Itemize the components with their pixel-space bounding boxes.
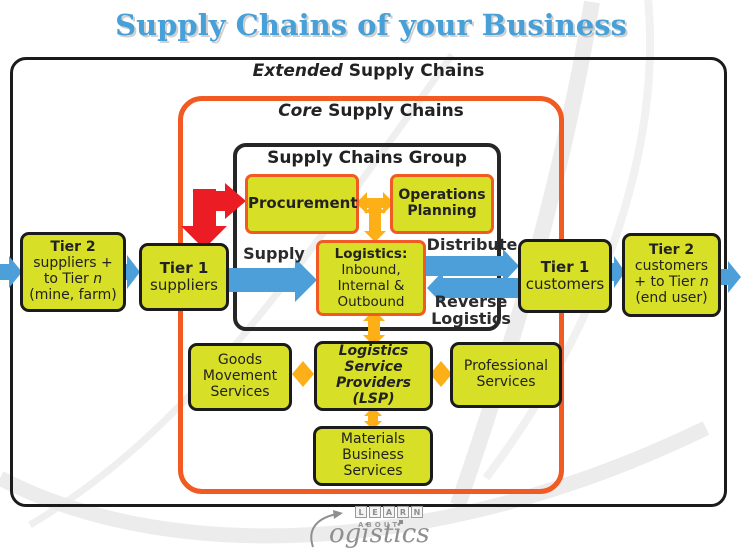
tier1-customers-line1: Tier 1 — [540, 257, 590, 276]
materials-line1: Materials — [340, 431, 406, 448]
reverse-logistics-flow-label: Reverse Logistics — [430, 293, 512, 328]
logistics-line1: Logistics: — [334, 245, 408, 262]
logistics-service-providers-box: Logistics Service Providers (LSP) — [314, 341, 433, 411]
distribute-flow-label: Distribute — [426, 235, 518, 254]
supply-flow-label: Supply — [243, 244, 305, 263]
tier2-customers-line3: + to Tier n — [625, 274, 718, 291]
reverse-logistics-line2: Logistics — [431, 309, 511, 329]
logo-tile-r: R — [397, 506, 409, 518]
operations-line1: Operations — [398, 187, 486, 204]
professional-line1: Professional — [463, 358, 549, 375]
procurement-label: Procurement — [248, 194, 358, 213]
tier2-customers-box: Tier 2 customers + to Tier n (end user) — [622, 233, 721, 317]
core-frame-header: Core Supply Chains — [178, 101, 564, 121]
logistics-box: Logistics: Inbound, Internal & Outbound — [316, 240, 426, 316]
page-title: Supply Chains of your Business — [115, 8, 627, 42]
lsp-line3: Providers (LSP) — [335, 375, 412, 407]
procurement-box: Procurement — [245, 174, 359, 234]
extended-frame-header: Extended Supply Chains — [10, 61, 727, 81]
tier2-suppliers-line3-pre: to Tier — [43, 271, 94, 287]
tier2-suppliers-line3-n: n — [93, 271, 103, 287]
goods-line2: Movement — [202, 368, 278, 385]
extended-frame-header-rest: Supply Chains — [342, 61, 485, 81]
materials-business-services-box: Materials Business Services — [313, 426, 433, 486]
tier2-customers-line1: Tier 2 — [648, 242, 695, 259]
tier2-customers-line3-n: n — [699, 274, 709, 290]
lsp-line1: Logistics — [338, 343, 409, 360]
materials-line3: Services — [343, 462, 403, 479]
logistics-line2: Inbound, — [341, 261, 401, 278]
tier2-customers-line4: (end user) — [635, 289, 708, 306]
logistics-line4: Outbound — [337, 294, 405, 311]
extended-frame-header-italic: Extended — [252, 61, 343, 81]
materials-line2: Business — [342, 447, 404, 464]
lsp-line2: Service — [344, 359, 403, 376]
professional-line2: Services — [476, 374, 536, 390]
tier2-suppliers-line2: suppliers + — [33, 255, 113, 272]
operations-line2: Planning — [407, 203, 477, 219]
group-frame-header: Supply Chains Group — [267, 148, 467, 168]
tier2-customers-line2: customers — [634, 258, 709, 275]
goods-movement-services-box: Goods Movement Services — [188, 343, 292, 411]
professional-services-box: Professional Services — [450, 342, 562, 408]
logo-tile-l: L — [355, 506, 367, 518]
logistics-line3: Internal & — [337, 278, 405, 294]
tier1-customers-line2: customers — [525, 275, 605, 293]
tier2-suppliers-box: Tier 2 suppliers + to Tier n (mine, farm… — [20, 232, 126, 312]
operations-planning-box: Operations Planning — [390, 174, 494, 234]
tier2-suppliers-line4: (mine, farm) — [29, 286, 117, 303]
tier2-suppliers-line3: to Tier n — [23, 271, 123, 288]
tier1-suppliers-line2: suppliers — [150, 276, 218, 294]
core-frame-header-italic: Core — [278, 101, 323, 121]
logo-learn-tiles: L E A R N — [355, 506, 423, 518]
logo-script-text: ogistics — [329, 519, 430, 549]
learn-about-logistics-logo: L E A R N ABOUT ogistics — [303, 503, 473, 555]
logo-tile-n: N — [411, 506, 423, 518]
reverse-logistics-line1: Reverse — [434, 292, 508, 311]
tier2-suppliers-line1: Tier 2 — [50, 239, 96, 256]
logo-tile-a: A — [383, 506, 395, 518]
tier1-customers-box: Tier 1 customers — [518, 239, 612, 313]
core-frame-header-rest: Supply Chains — [322, 101, 464, 121]
tier2-customers-line3-pre: + to Tier — [634, 274, 700, 290]
tier1-suppliers-line1: Tier 1 — [159, 258, 209, 277]
goods-line1: Goods — [217, 352, 263, 369]
logo-tile-e: E — [369, 506, 381, 518]
tier1-suppliers-box: Tier 1 suppliers — [139, 243, 229, 311]
goods-line3: Services — [210, 383, 270, 400]
